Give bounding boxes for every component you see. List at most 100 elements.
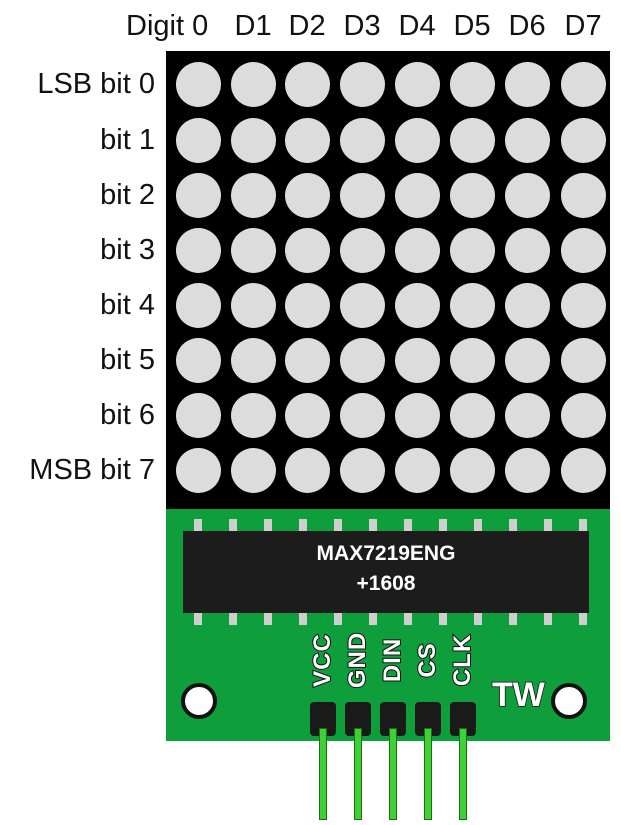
led-dot <box>175 227 221 273</box>
led-dot <box>449 227 495 273</box>
chip-pin-pad <box>579 519 587 531</box>
led-dot <box>230 227 276 273</box>
chip-pin-pad <box>334 613 342 625</box>
led-dot <box>504 392 550 438</box>
chip-pin-pad <box>509 613 517 625</box>
led-dot <box>175 117 221 163</box>
led-dot <box>449 447 495 493</box>
led-dot <box>560 61 606 107</box>
led-dot <box>175 337 221 383</box>
led-dot <box>284 172 330 218</box>
column-label: D1 <box>234 10 272 42</box>
pin-label: GND <box>343 625 372 695</box>
led-dot <box>339 447 385 493</box>
led-dot <box>284 392 330 438</box>
chip-pin-pad <box>404 519 412 531</box>
led-dot <box>560 227 606 273</box>
pin-label-text: GND <box>343 631 372 689</box>
pin-label: CLK <box>448 625 477 695</box>
pin-label: CS <box>413 625 442 695</box>
column-label: Digit 0 <box>126 10 209 42</box>
led-dot <box>339 61 385 107</box>
led-dot <box>284 337 330 383</box>
led-dot <box>230 117 276 163</box>
led-matrix <box>166 51 610 509</box>
led-dot <box>394 227 440 273</box>
led-dot <box>284 447 330 493</box>
led-dot <box>284 227 330 273</box>
row-label: MSB bit 7 <box>29 454 155 486</box>
led-dot <box>339 172 385 218</box>
column-label: D5 <box>453 10 491 42</box>
led-dot <box>394 392 440 438</box>
led-dot <box>504 227 550 273</box>
column-label: D7 <box>564 10 602 42</box>
led-dot <box>449 337 495 383</box>
chip-pin-pad <box>194 613 202 625</box>
led-dot <box>230 447 276 493</box>
mounting-hole-right <box>551 683 587 719</box>
column-label: D6 <box>508 10 546 42</box>
pin-wire <box>354 728 362 820</box>
led-dot <box>394 61 440 107</box>
led-dot <box>284 61 330 107</box>
led-dot <box>394 282 440 328</box>
chip-pin-pad <box>194 519 202 531</box>
led-dot <box>339 392 385 438</box>
pin-label-text: CLK <box>448 633 477 687</box>
led-dot <box>339 117 385 163</box>
led-dot <box>230 392 276 438</box>
pin-label: DIN <box>378 625 407 695</box>
led-dot <box>449 172 495 218</box>
chip-pin-pad <box>299 613 307 625</box>
led-dot <box>449 61 495 107</box>
chip-pin-pad <box>579 613 587 625</box>
led-dot <box>560 337 606 383</box>
led-dot <box>449 282 495 328</box>
chip-date-code: +1608 <box>356 572 416 595</box>
chip-pin-pad <box>544 613 552 625</box>
led-dot <box>560 392 606 438</box>
led-dot <box>175 282 221 328</box>
row-label: LSB bit 0 <box>37 68 155 100</box>
led-dot <box>284 282 330 328</box>
led-dot <box>339 282 385 328</box>
chip-pin-pad <box>439 613 447 625</box>
pin-label: VCC <box>308 625 337 695</box>
chip-pin-pad <box>369 519 377 531</box>
led-dot <box>175 172 221 218</box>
led-dot <box>504 282 550 328</box>
chip-pin-pad <box>544 519 552 531</box>
chip-marking: MAX7219ENG +1608 <box>183 539 589 599</box>
chip-pin-pad <box>229 613 237 625</box>
pin-wire <box>319 728 327 820</box>
chip-pin-pad <box>264 519 272 531</box>
led-dot <box>560 447 606 493</box>
pin-wire <box>424 728 432 820</box>
max7219-chip: MAX7219ENG +1608 <box>183 531 589 613</box>
chip-pin-pad <box>264 613 272 625</box>
row-label: bit 5 <box>100 344 155 376</box>
led-dot <box>560 117 606 163</box>
row-label: bit 6 <box>100 399 155 431</box>
row-label: bit 3 <box>100 234 155 266</box>
chip-pin-pad <box>334 519 342 531</box>
led-dot <box>284 117 330 163</box>
led-dot <box>504 447 550 493</box>
pin-wire <box>389 728 397 820</box>
row-label: bit 2 <box>100 179 155 211</box>
row-label: bit 4 <box>100 289 155 321</box>
pin-label-text: VCC <box>308 632 337 688</box>
chip-model: MAX7219ENG <box>316 542 456 565</box>
led-dot <box>504 172 550 218</box>
chip-pin-pad <box>369 613 377 625</box>
led-dot <box>230 61 276 107</box>
led-dot <box>560 172 606 218</box>
chip-pin-pad <box>229 519 237 531</box>
led-dot <box>339 227 385 273</box>
chip-pin-pad <box>474 613 482 625</box>
column-label: D4 <box>398 10 436 42</box>
led-dot <box>504 61 550 107</box>
column-label: D3 <box>343 10 381 42</box>
led-dot <box>449 392 495 438</box>
